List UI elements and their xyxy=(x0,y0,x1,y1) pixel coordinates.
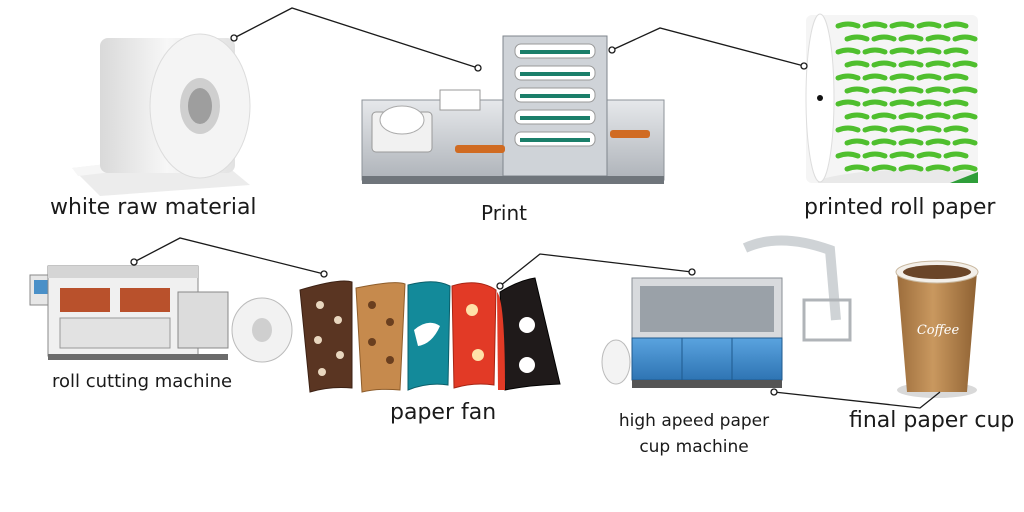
leader-line-raw-to-print xyxy=(233,7,479,69)
white-raw-material-roll xyxy=(72,33,251,196)
roll-print-stripe xyxy=(898,86,924,94)
roll-print-stripe xyxy=(943,151,969,159)
roll-print-stripe xyxy=(835,99,861,107)
label-printed-roll-paper: printed roll paper xyxy=(804,195,996,220)
leader-line-cutter-to-fan xyxy=(133,237,325,275)
leader-dot xyxy=(496,282,504,290)
roll-print-stripe xyxy=(925,164,951,172)
label-white-raw-material: white raw material xyxy=(50,195,257,220)
roll-print-stripe xyxy=(835,21,861,29)
leader-dot xyxy=(474,64,482,72)
roll-print-stripe xyxy=(952,34,978,42)
label-print: Print xyxy=(481,201,528,225)
leader-dot xyxy=(230,34,238,42)
cup-logo-text: Coffee xyxy=(917,323,960,338)
roll-print-stripe xyxy=(898,164,924,172)
roll-print-stripe xyxy=(835,73,861,81)
leader-dot xyxy=(320,270,328,278)
roll-print-stripe xyxy=(844,86,870,94)
roll-print-stripe xyxy=(889,151,915,159)
label-paper-fan: paper fan xyxy=(390,400,497,425)
roll-print-stripe xyxy=(871,112,897,120)
leader-line-machine-to-cup xyxy=(773,391,941,409)
roll-print-stripe xyxy=(844,34,870,42)
roll-print-stripe xyxy=(952,138,978,146)
roll-print-stripe xyxy=(943,125,969,133)
roll-print-stripe xyxy=(925,112,951,120)
label-roll-cutting-machine: roll cutting machine xyxy=(52,371,233,392)
roll-print-stripe xyxy=(871,164,897,172)
roll-print-stripe xyxy=(862,21,888,29)
leader-dot xyxy=(130,258,138,266)
roll-print-stripe xyxy=(916,21,942,29)
roll-print-stripe xyxy=(862,151,888,159)
roll-print-stripe xyxy=(844,60,870,68)
roll-cutting-machine xyxy=(29,265,293,363)
roll-print-stripe xyxy=(898,60,924,68)
roll-print-stripe xyxy=(952,86,978,94)
roll-print-stripe xyxy=(871,34,897,42)
roll-print-stripe xyxy=(871,86,897,94)
leader-dots xyxy=(130,34,808,396)
paper-fans xyxy=(299,277,561,393)
roll-print-stripe xyxy=(889,21,915,29)
roll-print-stripe xyxy=(916,47,942,55)
roll-print-stripe xyxy=(952,112,978,120)
roll-print-stripe xyxy=(916,125,942,133)
roll-print-stripe xyxy=(862,99,888,107)
roll-print-stripe xyxy=(943,99,969,107)
roll-print-stripe xyxy=(844,138,870,146)
label-paper-cup-machine: high apeed paper cup machine xyxy=(618,411,770,457)
roll-print-stripe xyxy=(898,112,924,120)
roll-print-stripe xyxy=(889,47,915,55)
roll-print-stripe xyxy=(952,164,978,172)
roll-print-stripe xyxy=(925,86,951,94)
roll-print-stripe xyxy=(916,151,942,159)
roll-print-stripe xyxy=(889,125,915,133)
printing-machine xyxy=(361,35,665,184)
leader-line-fan-to-machine xyxy=(499,253,693,287)
roll-print-stripe xyxy=(871,138,897,146)
paper-cup-machine xyxy=(601,235,852,388)
leader-dot xyxy=(688,268,696,276)
roll-print-stripe xyxy=(844,112,870,120)
label-final-paper-cup: final paper cup xyxy=(849,408,1015,433)
roll-print-stripe xyxy=(862,47,888,55)
roll-print-stripe xyxy=(943,73,969,81)
roll-print-stripe xyxy=(889,99,915,107)
roll-print-stripe xyxy=(916,99,942,107)
paper-cup: Coffee xyxy=(895,260,979,398)
roll-print-stripe xyxy=(844,164,870,172)
roll-print-stripe xyxy=(898,138,924,146)
roll-print-stripe xyxy=(952,60,978,68)
printed-roll-paper xyxy=(805,13,978,183)
roll-print-stripe xyxy=(916,73,942,81)
roll-print-stripe xyxy=(898,34,924,42)
roll-print-stripe xyxy=(943,47,969,55)
leader-line-print-to-roll xyxy=(611,27,805,67)
leader-dot xyxy=(800,62,808,70)
roll-print-stripe xyxy=(835,47,861,55)
leader-dot xyxy=(770,388,778,396)
leader-lines xyxy=(133,7,941,409)
leader-dot xyxy=(608,46,616,54)
roll-print-stripe xyxy=(925,60,951,68)
roll-print-stripe xyxy=(862,125,888,133)
roll-print-stripe xyxy=(862,73,888,81)
roll-print-stripe xyxy=(925,138,951,146)
roll-print-stripe xyxy=(835,151,861,159)
roll-print-stripe xyxy=(889,73,915,81)
roll-print-stripe xyxy=(835,125,861,133)
roll-print-stripe xyxy=(943,21,969,29)
roll-print-stripe xyxy=(925,34,951,42)
roll-print-stripe xyxy=(871,60,897,68)
